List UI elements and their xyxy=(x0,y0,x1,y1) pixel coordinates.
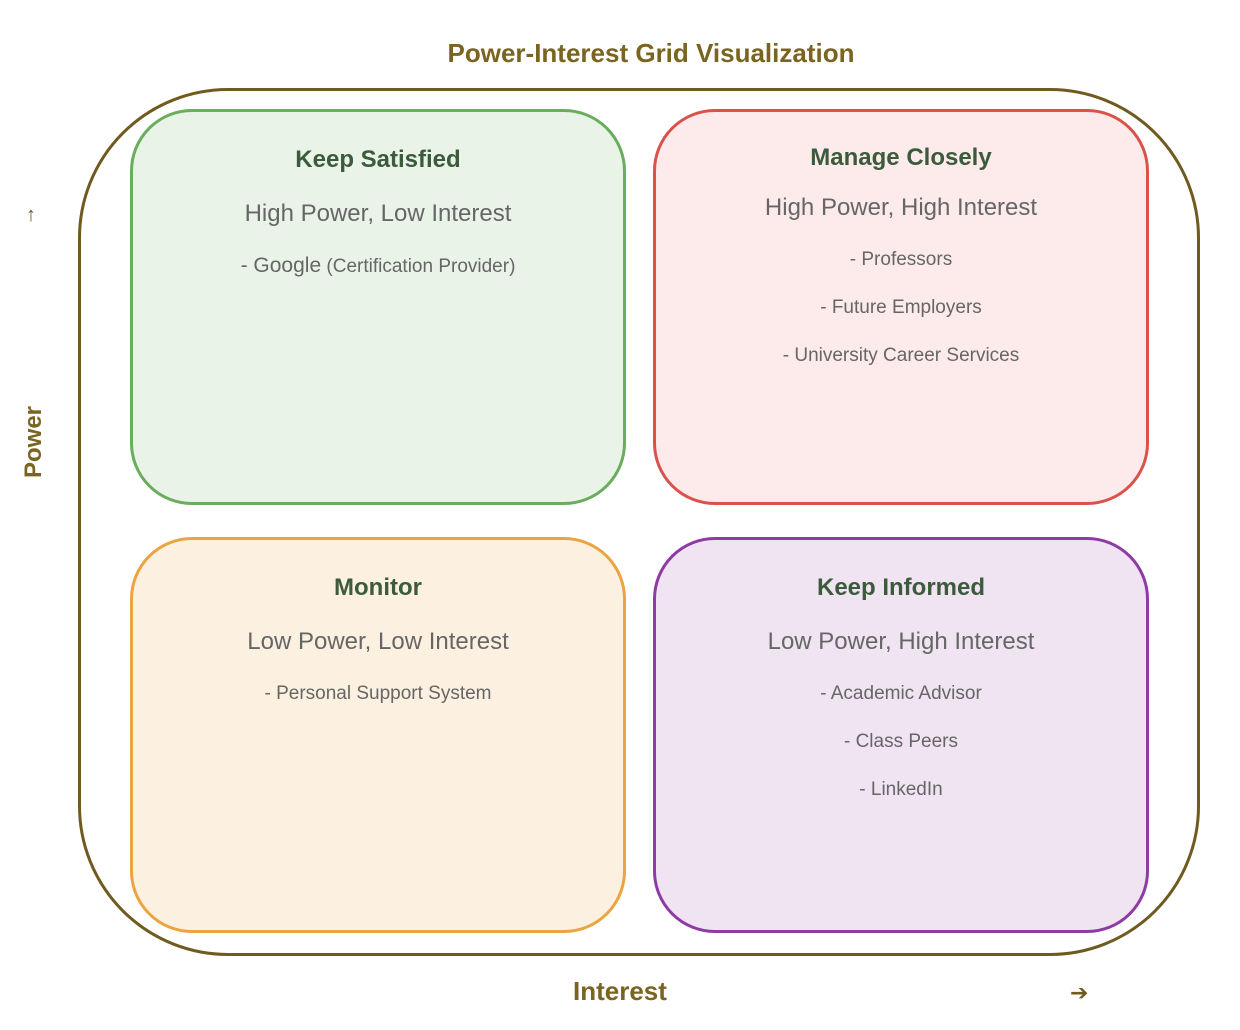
quadrant-items: - Academic Advisor - Class Peers - Linke… xyxy=(656,682,1146,802)
stakeholder-note: (Certification Provider) xyxy=(321,256,516,277)
quadrant-subtitle: Low Power, Low Interest xyxy=(247,628,509,655)
quadrant-monitor: Monitor Low Power, Low Interest - Person… xyxy=(130,537,626,933)
stakeholder-item: - Google (Certification Provider) xyxy=(133,254,623,279)
quadrant-subtitle: High Power, High Interest xyxy=(764,194,1038,221)
grid-frame xyxy=(78,88,1200,956)
quadrant-keep-informed: Keep Informed Low Power, High Interest -… xyxy=(653,537,1149,933)
stakeholder-item: - University Career Services xyxy=(782,345,1020,366)
quadrant-manage-closely: Manage Closely High Power, High Interest… xyxy=(653,109,1149,505)
stakeholder-item: - LinkedIn xyxy=(859,779,943,800)
quadrant-heading: Keep Satisfied xyxy=(295,146,461,173)
quadrant-keep-satisfied: Keep Satisfied High Power, Low Interest … xyxy=(130,109,626,505)
arrow-right-icon: ➔ xyxy=(1070,980,1089,1005)
y-axis-label: Power xyxy=(20,405,47,479)
stakeholder-name: - Google xyxy=(240,254,322,277)
diagram-title: Power-Interest Grid Visualization xyxy=(447,38,855,68)
stakeholder-item: - Professors xyxy=(849,249,953,270)
stakeholder-item: - Future Employers xyxy=(820,297,982,318)
quadrant-items: - Google (Certification Provider) xyxy=(133,254,623,279)
quadrant-heading: Monitor xyxy=(334,574,422,601)
stakeholder-item: - Personal Support System xyxy=(264,683,492,704)
arrow-up-icon: ↑ xyxy=(26,204,36,226)
quadrant-subtitle: High Power, Low Interest xyxy=(244,200,512,227)
quadrant-items: - Professors - Future Employers - Univer… xyxy=(656,248,1146,368)
quadrant-subtitle: Low Power, High Interest xyxy=(767,628,1035,655)
quadrant-heading: Keep Informed xyxy=(816,574,986,601)
quadrant-items: - Personal Support System xyxy=(133,682,623,706)
stakeholder-item: - Class Peers xyxy=(843,731,959,752)
quadrant-heading: Manage Closely xyxy=(810,144,992,171)
x-axis-label: Interest xyxy=(573,976,667,1006)
stakeholder-item: - Academic Advisor xyxy=(820,683,982,704)
